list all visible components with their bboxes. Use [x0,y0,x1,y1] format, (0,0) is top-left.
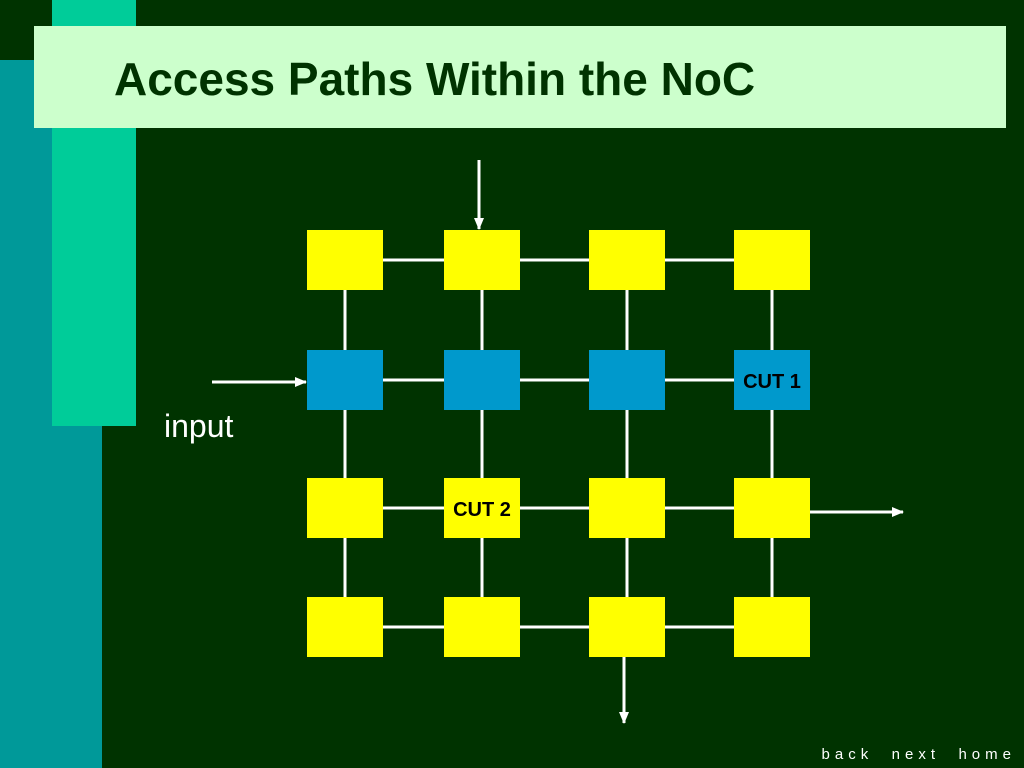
router-node-r2c2 [444,350,520,410]
router-node-r4c2 [444,597,520,657]
title-bar: Access Paths Within the NoC [34,26,1006,128]
router-node-r3c2 [444,478,520,538]
router-node-r1c3 [589,230,665,290]
input-label: input [164,408,234,444]
router-node-r2c3 [589,350,665,410]
node-label: CUT 2 [453,499,511,521]
router-node-r2c1 [307,350,383,410]
router-node-r1c2 [444,230,520,290]
router-node-r1c1 [307,230,383,290]
node-label: CUT 1 [743,371,801,393]
back-link[interactable]: back [821,746,874,763]
router-node-r4c1 [307,597,383,657]
router-node-r3c4 [734,478,810,538]
page-title: Access Paths Within the NoC [114,53,756,105]
slide-navigation: back next home [808,746,1016,764]
router-node-r3c3 [589,478,665,538]
router-node-r2c4 [734,350,810,410]
router-node-r4c4 [734,597,810,657]
next-link[interactable]: next [891,746,941,763]
home-link[interactable]: home [958,746,1016,763]
router-node-r4c3 [589,597,665,657]
router-node-r3c1 [307,478,383,538]
router-node-r1c4 [734,230,810,290]
